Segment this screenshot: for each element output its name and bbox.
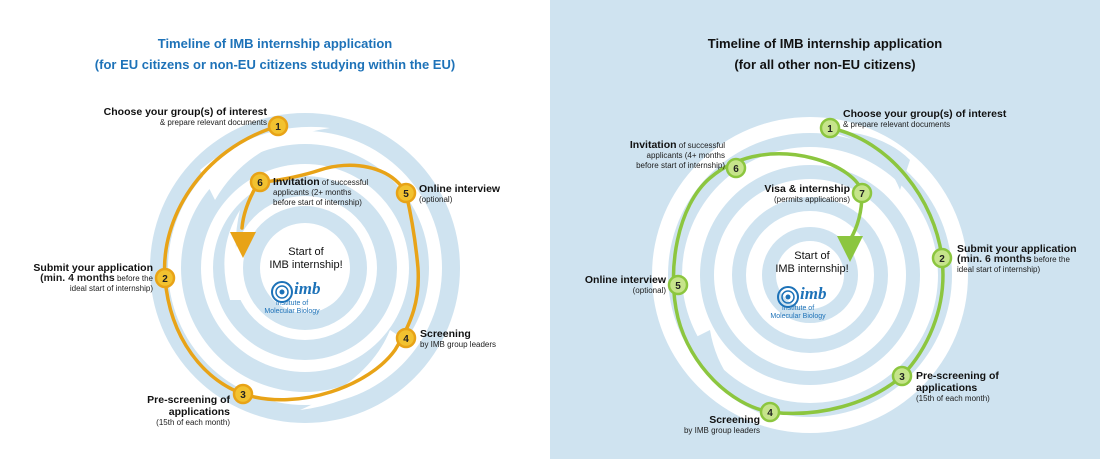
- spiral-background: [652, 117, 968, 433]
- step-badge-5: 5: [667, 274, 689, 296]
- arrow-head-icon: [837, 236, 863, 262]
- page-subtitle: (for EU citizens or non-EU citizens stud…: [94, 57, 456, 72]
- step-label-5: Online interview(optional): [584, 274, 666, 295]
- step-badge-7: 7: [851, 182, 873, 204]
- step-badge-1: 1: [267, 115, 289, 137]
- svg-text:3: 3: [240, 390, 246, 401]
- step-badge-6: 6: [249, 171, 271, 193]
- page-title: Timeline of IMB internship application: [707, 36, 943, 51]
- step-label-5: Online interview(optional): [419, 183, 501, 204]
- step-label-1: Choose your group(s) of interest& prepar…: [103, 106, 267, 127]
- svg-text:6: 6: [257, 178, 263, 189]
- step-label-7: Visa & internship(permits applications): [764, 183, 850, 204]
- svg-text:6: 6: [733, 164, 739, 175]
- svg-text:7: 7: [859, 189, 865, 200]
- svg-text:3: 3: [899, 372, 905, 383]
- svg-text:5: 5: [675, 281, 681, 292]
- left-spiral-diagram: 1 2 3 4 5 6: [150, 113, 460, 423]
- step-badge-4: 4: [395, 327, 417, 349]
- step-label-1: Choose your group(s) of interest& prepar…: [843, 108, 1007, 129]
- step-badge-5: 5: [395, 182, 417, 204]
- step-badge-3: 3: [891, 365, 913, 387]
- svg-text:4: 4: [767, 408, 773, 419]
- step-badge-2: 2: [154, 267, 176, 289]
- svg-text:2: 2: [939, 254, 945, 265]
- left-panel: 1 2 3 4 5 6 Timeline of IMB internship a…: [33, 36, 501, 427]
- arrow-head-icon: [230, 232, 256, 258]
- page-subtitle: (for all other non-EU citizens): [734, 57, 916, 72]
- page-title: Timeline of IMB internship application: [157, 36, 393, 51]
- svg-text:1: 1: [275, 122, 281, 133]
- step-badges: 1 2 3 4 5 6 7: [667, 117, 953, 423]
- step-badge-4: 4: [759, 401, 781, 423]
- logo-wordmark: imb: [294, 279, 321, 298]
- step-badge-3: 3: [232, 383, 254, 405]
- step-badges: 1 2 3 4 5 6: [154, 115, 417, 405]
- svg-text:1: 1: [827, 124, 833, 135]
- step-badge-6: 6: [725, 157, 747, 179]
- step-badge-1: 1: [819, 117, 841, 139]
- step-label-2: Submit your application(min. 6 months be…: [957, 243, 1077, 274]
- step-badge-2: 2: [931, 247, 953, 269]
- timeline-path: [671, 126, 945, 416]
- logo-wordmark: imb: [800, 284, 827, 303]
- right-panel: 1 2 3 4 5 6 7 Timeline of IMB internship…: [550, 0, 1100, 459]
- svg-text:4: 4: [403, 334, 409, 345]
- svg-text:2: 2: [162, 274, 168, 285]
- svg-text:5: 5: [403, 189, 409, 200]
- imb-logo-icon: [777, 286, 799, 308]
- right-spiral-diagram: 1 2 3 4 5 6 7: [652, 117, 968, 433]
- step-label-2: Submit your application(min. 4 months be…: [33, 262, 153, 293]
- imb-logo-icon: [271, 281, 293, 303]
